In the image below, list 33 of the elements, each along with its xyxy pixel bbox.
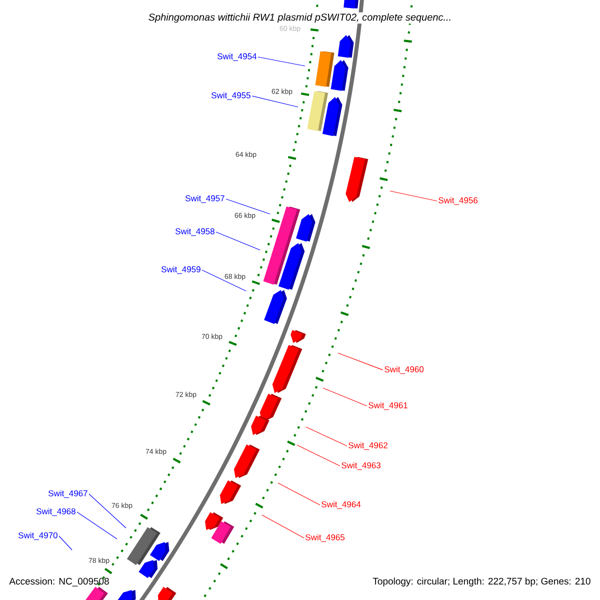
gene-label: Swit_4958 [176, 228, 214, 236]
footer-text: Topology: circular; Length: 222,757 bp; Genes: 210 [372, 578, 590, 586]
leader-line [258, 56, 306, 66]
leader-line [76, 512, 118, 540]
leader-line [252, 96, 298, 108]
footer-text: Accession: NC_009508 [9, 578, 109, 586]
gene-label: Swit_4960 [384, 366, 424, 374]
gene-label: Swit_4954 [218, 53, 257, 61]
gene-label: Swit_4963 [342, 462, 381, 470]
gene-label: Swit_4957 [186, 195, 224, 203]
gene-label: Swit_4956 [438, 197, 478, 205]
gene-label: Swit_4955 [212, 92, 250, 100]
leader-line [390, 190, 438, 202]
leader-line [296, 444, 340, 466]
leader-line [58, 536, 72, 550]
leader-line [338, 352, 384, 370]
leader-line [202, 270, 246, 292]
leader-line [278, 482, 320, 506]
gene-label: Swit_4968 [36, 508, 76, 516]
gene-label: Swit_4959 [162, 266, 200, 274]
leader-line [226, 198, 270, 214]
leader-line [88, 494, 126, 528]
title: Sphingomonas wittichii RW1 plasmid pSWIT02, complete sequenc... [147, 12, 453, 24]
leader-line [306, 426, 348, 446]
gene-label: Swit_4965 [306, 534, 345, 542]
gene-label: Swit_4964 [322, 501, 361, 509]
leader-line [322, 388, 368, 406]
leader-line [216, 232, 260, 250]
gene-label: Swit_4962 [348, 442, 388, 450]
gene-label: Swit_4970 [18, 532, 58, 540]
gene-label: Swit_4967 [48, 490, 88, 498]
leader-line [262, 514, 304, 538]
gene-label: Swit_4961 [368, 402, 408, 410]
